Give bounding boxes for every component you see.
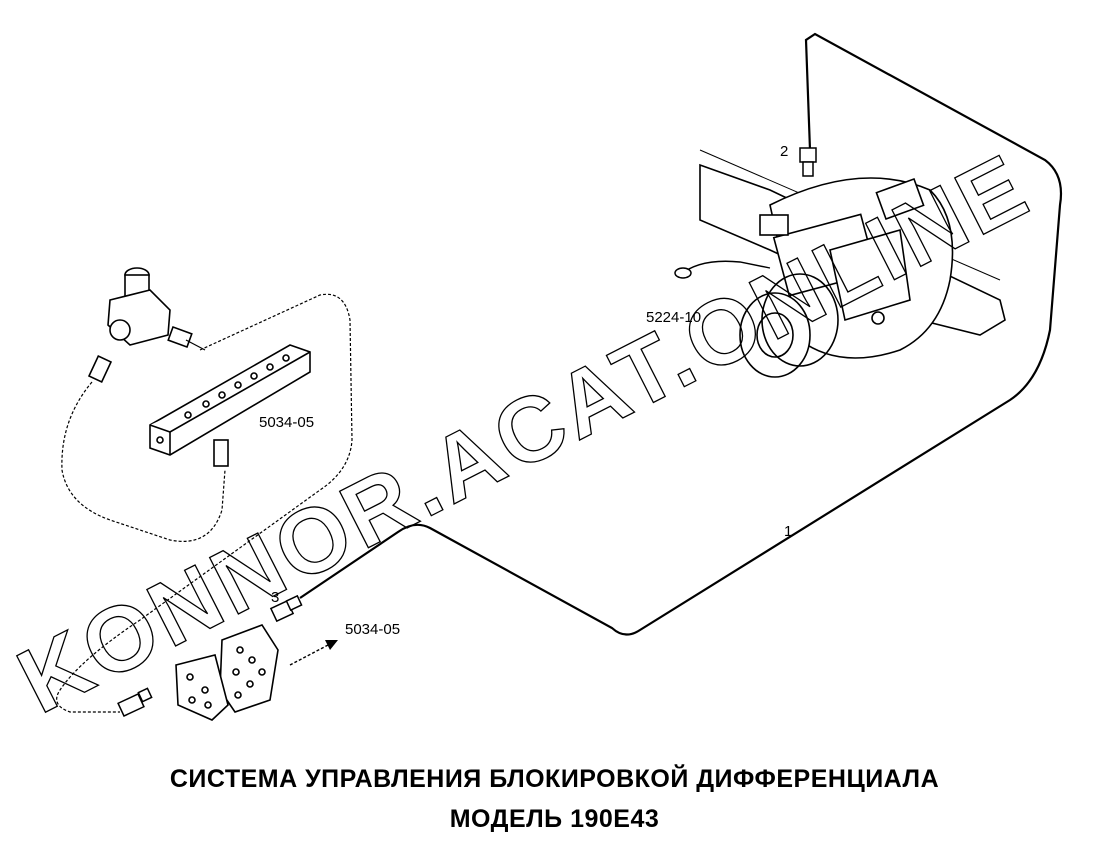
manifold-block bbox=[149, 344, 311, 467]
callout-2: 2 bbox=[780, 143, 788, 160]
callout-1: 1 bbox=[784, 523, 792, 540]
axle-differential bbox=[699, 149, 1006, 378]
fitting-5224 bbox=[674, 267, 692, 279]
valve-plates bbox=[175, 624, 279, 721]
pipe-line-valve bbox=[61, 381, 226, 542]
pipe-line-upper-dashed bbox=[56, 293, 353, 713]
pipe-line-1 bbox=[299, 32, 1063, 636]
fitting-bottom bbox=[117, 687, 153, 717]
callout-5224-10: 5224-10 bbox=[646, 309, 701, 326]
callout-3: 3 bbox=[271, 589, 279, 606]
arrow-head bbox=[325, 640, 338, 650]
diagram-title: СИСТЕМА УПРАВЛЕНИЯ БЛОКИРОВКОЙ ДИФФЕРЕНЦ… bbox=[169, 765, 940, 793]
solenoid-valve bbox=[87, 267, 206, 383]
fitting-3 bbox=[269, 594, 303, 623]
arrow-5034 bbox=[289, 643, 331, 666]
diagram-subtitle: МОДЕЛЬ 190Е43 bbox=[449, 805, 660, 833]
callout-5034-05-arrow: 5034-05 bbox=[345, 621, 400, 638]
fitting-2 bbox=[799, 147, 817, 177]
callout-5034-05-block: 5034-05 bbox=[259, 414, 314, 431]
